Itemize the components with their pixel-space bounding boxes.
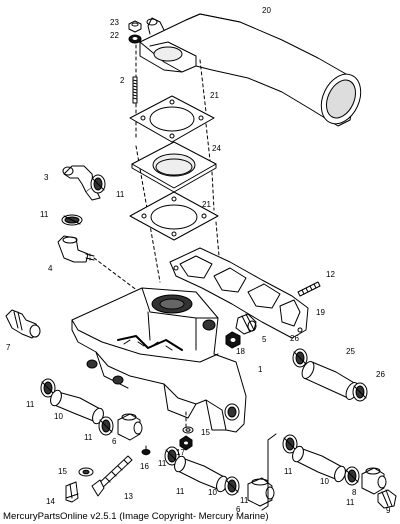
callout-c1: 1	[258, 365, 263, 374]
callout-c21a: 21	[210, 91, 219, 100]
callout-c11a: 11	[116, 190, 125, 199]
callout-c14: 14	[46, 497, 55, 506]
exhaust-manifold-part-1[interactable]	[71, 287, 247, 433]
tee-fitting-part-8[interactable]	[361, 467, 387, 495]
callout-c25: 25	[346, 347, 355, 356]
callout-c6a: 6	[112, 437, 117, 446]
callout-c15a: 15	[201, 428, 210, 437]
washer-part-15-lower[interactable]	[78, 467, 94, 477]
nut-part-23[interactable]	[128, 20, 142, 33]
callout-c11e: 11	[158, 459, 167, 468]
callout-c12: 12	[326, 270, 335, 279]
callout-c6b: 6	[236, 505, 241, 514]
callout-c11g: 11	[240, 496, 249, 505]
fitting-part-7[interactable]	[5, 309, 41, 339]
callout-c15b: 15	[58, 467, 67, 476]
callout-c22: 22	[110, 31, 119, 40]
nut-part-18[interactable]	[225, 331, 241, 349]
tee-fitting-part-6-bottom[interactable]	[247, 477, 275, 507]
callout-c8: 8	[352, 488, 357, 497]
callout-c20: 20	[262, 6, 271, 15]
hose-part-25[interactable]	[300, 360, 361, 402]
image-copyright-footer: MercuryPartsOnline v2.5.1 (Image Copyrig…	[3, 511, 269, 522]
hose-part-10-right[interactable]	[291, 445, 348, 483]
hose-clamp-part-11-upper-left[interactable]	[90, 174, 106, 194]
hose-clamp-part-26-right[interactable]	[352, 382, 368, 402]
callout-c4: 4	[48, 264, 53, 273]
callout-c23: 23	[110, 18, 119, 27]
callout-c11d: 11	[84, 433, 93, 442]
hose-clamp-part-11-lower-center-a[interactable]	[164, 446, 180, 466]
callout-c10a: 10	[54, 412, 63, 421]
callout-c5: 5	[262, 335, 267, 344]
callout-c11b: 11	[40, 210, 49, 219]
callout-c7: 7	[6, 343, 11, 352]
hose-clamp-part-11-lower-left-b[interactable]	[98, 416, 114, 436]
callout-c26a: 26	[290, 334, 299, 343]
callout-c11f: 11	[176, 487, 185, 496]
callout-c16: 16	[140, 462, 149, 471]
exhaust-elbow-part-20[interactable]	[139, 13, 368, 130]
callout-c11h: 11	[284, 467, 293, 476]
callout-c24: 24	[212, 144, 221, 153]
nut-part-17[interactable]	[179, 435, 193, 451]
callout-c21b: 21	[202, 200, 211, 209]
tee-fitting-part-6-left[interactable]	[117, 413, 143, 441]
callout-c2: 2	[120, 76, 125, 85]
callout-c10b: 10	[208, 488, 217, 497]
hose-clamp-part-11-lower-left-a[interactable]	[40, 378, 56, 398]
washer-part-16[interactable]	[141, 449, 151, 455]
washer-part-15-upper[interactable]	[182, 426, 194, 434]
callout-c10c: 10	[320, 477, 329, 486]
manifold-gasket-part-19[interactable]	[169, 247, 309, 339]
callout-c11c: 11	[26, 400, 35, 409]
callout-labels: 2322202212421311114121975182625261111011…	[6, 6, 391, 515]
screw-part-14[interactable]	[65, 481, 79, 503]
hose-clamp-part-11-lower-right-b[interactable]	[344, 466, 360, 486]
washer-part-22[interactable]	[128, 34, 142, 44]
callout-c17: 17	[176, 448, 185, 457]
fitting-part-5[interactable]	[235, 313, 257, 335]
gasket-part-21-lower[interactable]	[129, 191, 219, 241]
stud-part-2[interactable]	[132, 76, 138, 104]
callout-c13: 13	[124, 492, 133, 501]
hose-part-10-left[interactable]	[49, 389, 106, 425]
callout-c26b: 26	[376, 370, 385, 379]
hose-clamp-part-11-lower-center-b[interactable]	[224, 476, 240, 496]
hose-elbow-part-3[interactable]	[62, 165, 101, 201]
hose-clamp-part-11-lower-right-a[interactable]	[282, 434, 298, 454]
callout-c11i: 11	[346, 498, 355, 507]
bolt-part-13[interactable]	[91, 455, 133, 497]
callout-c9: 9	[386, 506, 391, 515]
spacer-plate-part-24[interactable]	[131, 141, 217, 193]
hose-clamp-part-11-middle-left[interactable]	[61, 214, 83, 226]
gasket-part-21-upper[interactable]	[129, 95, 215, 143]
callout-c18: 18	[236, 347, 245, 356]
callout-c3: 3	[44, 173, 49, 182]
fitting-part-9[interactable]	[377, 489, 397, 509]
callout-c19: 19	[316, 308, 325, 317]
stud-part-12[interactable]	[297, 281, 321, 297]
hose-fitting-part-4[interactable]	[57, 235, 95, 263]
hose-clamp-part-26-left[interactable]	[292, 348, 308, 368]
